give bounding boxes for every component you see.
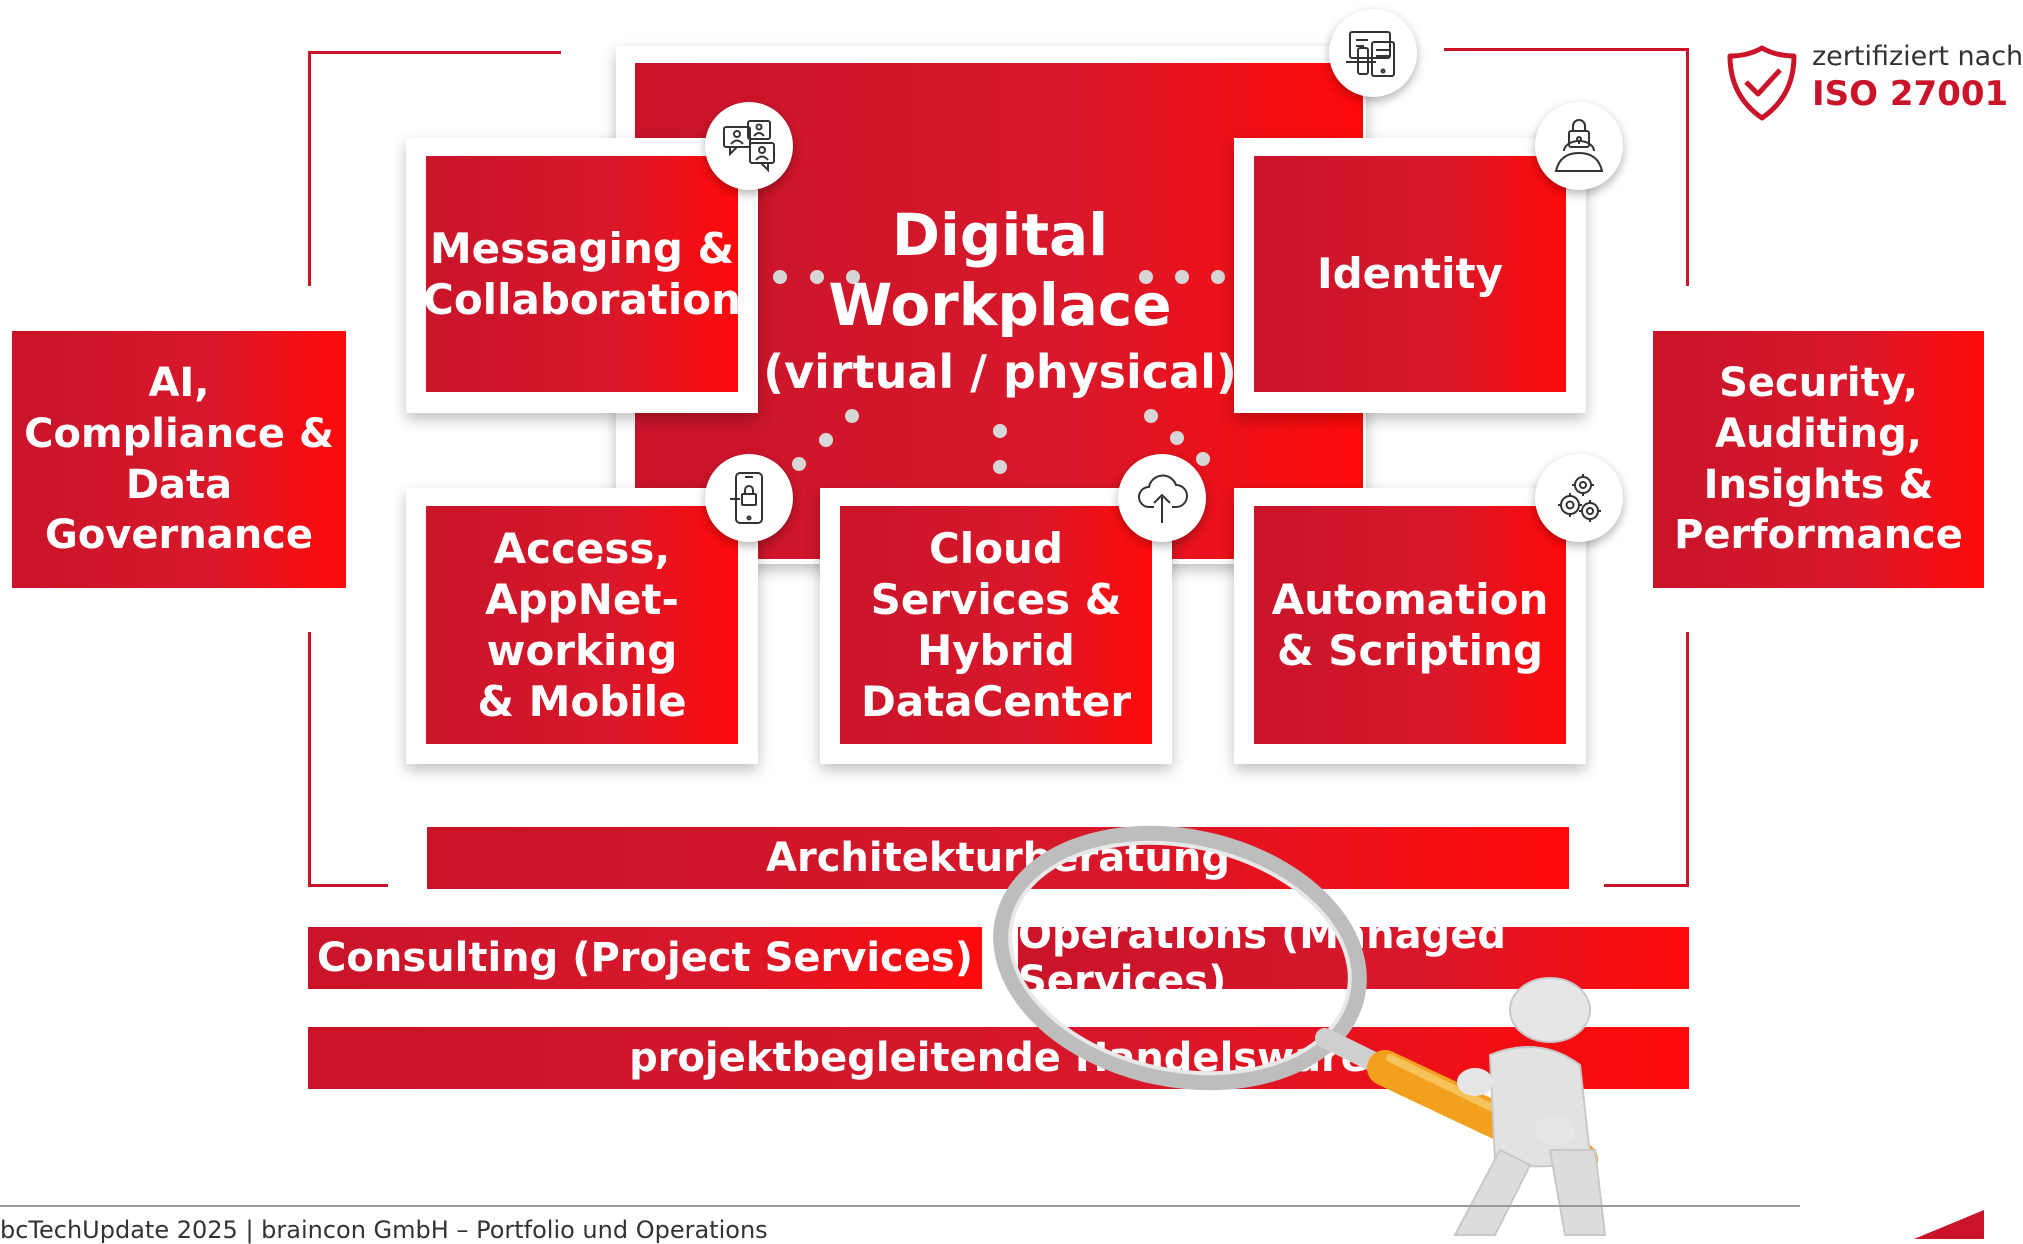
tile-messaging-fill: Messaging & Collaboration bbox=[423, 156, 741, 392]
bar-consulting: Consulting (Project Services) bbox=[308, 927, 982, 989]
frame-line-left-upper bbox=[308, 51, 311, 286]
center-title-line1: Digital bbox=[891, 201, 1109, 269]
side-box-right: Security, Auditing, Insights & Performan… bbox=[1653, 331, 1984, 588]
gears-icon bbox=[1535, 454, 1623, 542]
magnifier-figure-illustration bbox=[993, 825, 1607, 1236]
connector-dot bbox=[1139, 270, 1153, 284]
cloud-upload-icon bbox=[1118, 454, 1206, 542]
footer-text: bcTechUpdate 2025 | braincon GmbH – Port… bbox=[0, 1216, 768, 1244]
tile-identity-fill: Identity bbox=[1254, 156, 1566, 392]
phone-lock-icon bbox=[705, 454, 793, 542]
tile-cloud-fill: Cloud Services & Hybrid DataCenter bbox=[840, 506, 1152, 744]
tile-identity: Identity bbox=[1234, 138, 1586, 413]
tile-automation-label: Automation & Scripting bbox=[1271, 574, 1549, 675]
connector-dot bbox=[846, 270, 860, 284]
tile-access-label: Access, AppNet-working & Mobile bbox=[477, 523, 687, 727]
devices-icon bbox=[1329, 9, 1417, 97]
connector-dot bbox=[993, 460, 1007, 474]
connector-dot bbox=[1170, 431, 1184, 445]
tile-access: Access, AppNet-working & Mobile bbox=[406, 488, 758, 764]
certification-line2: ISO 27001 bbox=[1812, 74, 2009, 114]
tile-automation: Automation & Scripting bbox=[1234, 488, 1586, 764]
connector-dot bbox=[773, 270, 787, 284]
side-box-left-label: AI, Compliance & Data Governance bbox=[24, 359, 334, 559]
connector-dot bbox=[993, 424, 1007, 438]
connector-dot bbox=[1196, 452, 1210, 466]
bar-consulting-label: Consulting (Project Services) bbox=[317, 935, 973, 981]
connector-dot bbox=[845, 409, 859, 423]
frame-line-top-left bbox=[308, 51, 561, 54]
certification-text: zertifiziert nach ISO 27001 bbox=[1812, 40, 2023, 114]
frame-line-right-upper bbox=[1686, 48, 1689, 286]
tile-automation-fill: Automation & Scripting bbox=[1254, 506, 1566, 744]
tile-cloud-label: Cloud Services & Hybrid DataCenter bbox=[860, 523, 1132, 727]
connector-dot bbox=[810, 270, 824, 284]
center-title: Digital Workplace (virtual / physical) bbox=[740, 200, 1260, 404]
frame-line-right-lower bbox=[1686, 632, 1689, 887]
shield-check-icon bbox=[1724, 44, 1800, 128]
bar-architecture: Architekturberatung bbox=[427, 827, 1569, 889]
center-title-line3: (virtual / physical) bbox=[763, 345, 1237, 399]
frame-line-bottom-right bbox=[1604, 884, 1689, 887]
footer-divider bbox=[0, 1205, 1800, 1207]
connector-dot bbox=[1175, 270, 1189, 284]
connector-dot bbox=[1211, 270, 1225, 284]
chat-users-icon bbox=[705, 102, 793, 190]
certification-line1: zertifiziert nach bbox=[1812, 41, 2023, 72]
tile-identity-label: Identity bbox=[1316, 249, 1503, 299]
connector-dot bbox=[1144, 409, 1158, 423]
user-lock-icon bbox=[1535, 102, 1623, 190]
bar-operations-label: Operations (Managed Services) bbox=[1018, 912, 1506, 1004]
tile-cloud: Cloud Services & Hybrid DataCenter bbox=[820, 488, 1172, 764]
tile-access-fill: Access, AppNet-working & Mobile bbox=[426, 506, 738, 744]
frame-line-top-right bbox=[1444, 48, 1689, 51]
side-box-right-label: Security, Auditing, Insights & Performan… bbox=[1674, 359, 1963, 559]
tile-messaging: Messaging & Collaboration bbox=[406, 138, 758, 413]
corner-accent bbox=[1914, 1210, 1984, 1239]
frame-line-left-lower bbox=[308, 632, 311, 887]
connector-dot bbox=[819, 433, 833, 447]
connector-dot bbox=[792, 457, 806, 471]
frame-line-bottom-left bbox=[308, 884, 388, 887]
center-title-line2: Workplace bbox=[828, 271, 1172, 339]
side-box-left: AI, Compliance & Data Governance bbox=[12, 331, 346, 588]
tile-messaging-label: Messaging & Collaboration bbox=[423, 223, 742, 324]
